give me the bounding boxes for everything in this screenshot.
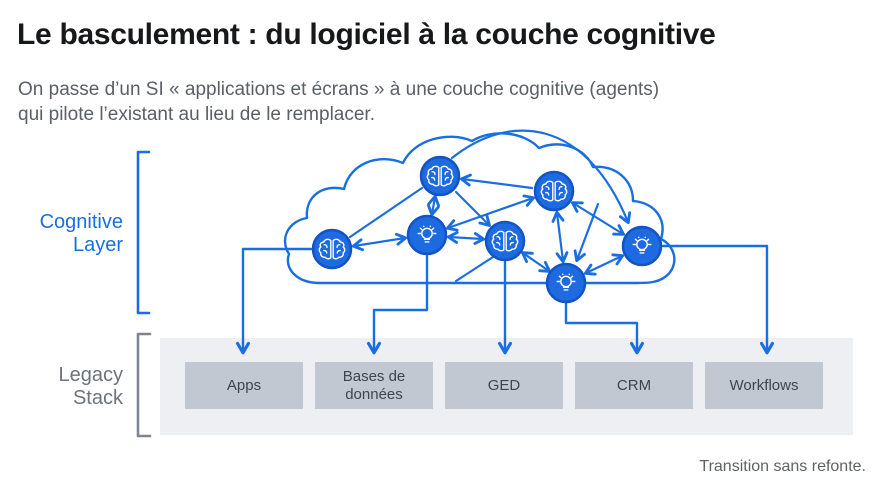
legacy-box-rect-crm — [575, 362, 693, 409]
legacy-box-workflows: Workflows — [729, 376, 799, 394]
agent-mesh-arrows — [348, 129, 632, 283]
legacy-box-rect-workflows — [705, 362, 823, 409]
brain-agent-node — [311, 228, 353, 270]
lightbulb-agent-node — [406, 214, 448, 256]
cloud-to-legacy-connectors — [235, 244, 775, 355]
connector-apps — [235, 247, 313, 355]
subtitle-line-1: On passe d’un SI « applications et écran… — [18, 79, 660, 100]
agent-node-circle — [533, 170, 575, 212]
connector-bases-de-donnees — [366, 254, 429, 355]
agent-node-circle — [545, 262, 587, 304]
legacy-stack-label-line-2: Stack — [72, 387, 123, 409]
legacy-box-rect-ged — [445, 362, 563, 409]
footer-caption: Transition sans refonte. — [699, 458, 866, 475]
agent-node-circle — [311, 228, 353, 270]
agent-node-circle — [419, 155, 461, 197]
legacy-box-bases-de-donnees: Bases de données — [342, 367, 406, 403]
agent-node-circle — [484, 220, 526, 262]
legacy-box-apps: Apps — [226, 376, 262, 394]
lightbulb-agent-node — [545, 262, 587, 304]
cognitive-layer-label: Cognitive Layer — [40, 211, 123, 257]
brain-agent-node — [533, 170, 575, 212]
legacy-box-ged: GED — [487, 376, 521, 394]
cognitive-layer-bracket — [136, 150, 151, 315]
cognitive-layer-label-line-2: Layer — [72, 234, 123, 256]
legacy-stack-bracket — [136, 332, 152, 438]
brain-agent-node — [419, 155, 461, 197]
legacy-stack-label: Legacy Stack — [59, 364, 124, 410]
legacy-box-crm: CRM — [616, 376, 652, 394]
brain-agent-node — [484, 220, 526, 262]
agent-node-circle — [621, 225, 663, 267]
subtitle: On passe d’un SI « applications et écran… — [18, 77, 659, 127]
legacy-box-rect-apps — [185, 362, 303, 409]
page-title: Le basculement : du logiciel à la couche… — [17, 18, 716, 51]
legacy-stack-label-line-1: Legacy — [58, 364, 124, 386]
cognitive-layer-label-line-1: Cognitive — [39, 211, 123, 233]
connector-crm — [564, 301, 645, 355]
agent-nodes — [311, 155, 663, 304]
legacy-box-rect-bases-de-donnees — [315, 362, 433, 409]
lightbulb-agent-node — [621, 225, 663, 267]
connector-workflows — [661, 244, 775, 355]
agent-node-circle — [406, 214, 448, 256]
subtitle-line-2: qui pilote l’existant au lieu de le remp… — [18, 104, 375, 125]
legacy-band — [160, 338, 853, 435]
